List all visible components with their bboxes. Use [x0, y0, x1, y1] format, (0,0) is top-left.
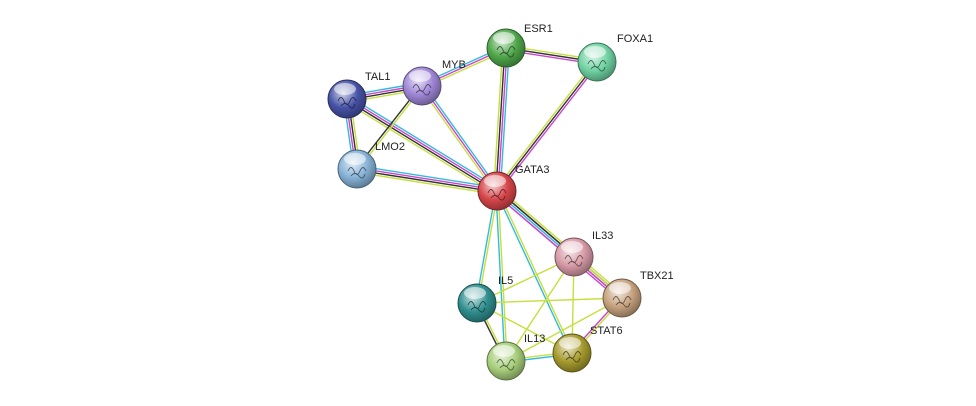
node-highlight — [409, 70, 431, 82]
edge-line-database — [495, 191, 572, 354]
edge-gata3-tal1[interactable] — [344, 95, 500, 195]
protein-structure-icon — [347, 167, 367, 179]
node-highlight — [561, 241, 583, 253]
edge-line-database — [357, 165, 498, 189]
protein-structure-icon — [487, 189, 507, 201]
node-highlight — [609, 282, 631, 294]
node-label: TAL1 — [365, 71, 390, 83]
node-stat6[interactable]: STAT6 — [552, 325, 623, 373]
edge-line-experiments — [357, 167, 498, 191]
edge-line-database — [499, 48, 510, 192]
node-label: TBX21 — [640, 270, 674, 282]
edge-gata3-stat6[interactable] — [495, 190, 574, 354]
edge-il33-il13[interactable] — [505, 256, 575, 362]
protein-structure-icon — [496, 359, 516, 371]
edge-line-coexpression — [356, 169, 497, 193]
edge-gata3-esr1[interactable] — [493, 47, 510, 192]
edge-gata3-myb[interactable] — [419, 84, 500, 193]
edge-line-textmining — [356, 171, 497, 195]
edge-line-coexpression — [496, 61, 598, 192]
edge-line-database — [423, 84, 500, 191]
node-highlight — [464, 287, 486, 299]
node-esr1[interactable]: ESR1 — [486, 23, 553, 68]
protein-structure-icon — [612, 296, 632, 308]
node-label: MYB — [442, 59, 466, 71]
node-label: IL33 — [592, 230, 613, 242]
node-label: ESR1 — [524, 23, 553, 35]
node-highlight — [559, 337, 581, 349]
node-highlight — [334, 83, 356, 95]
edge-line-textmining — [497, 190, 574, 353]
node-highlight — [493, 345, 515, 357]
edge-line-experiments — [498, 62, 600, 193]
protein-structure-icon — [587, 60, 607, 72]
edge-line-textmining — [419, 86, 496, 193]
edge-gata3-foxa1[interactable] — [494, 60, 600, 193]
edge-line-experiments — [497, 48, 508, 192]
node-tbx21[interactable]: TBX21 — [602, 270, 674, 318]
node-label: IL5 — [498, 275, 513, 287]
node-highlight — [584, 46, 606, 58]
node-highlight — [344, 153, 366, 165]
edge-line-textmining — [505, 297, 623, 362]
node-gata3[interactable]: GATA3 — [477, 164, 549, 211]
node-label: LMO2 — [375, 141, 405, 153]
protein-structure-icon — [467, 301, 487, 313]
edge-line-coexpression — [346, 99, 497, 193]
protein-structure-icon — [496, 46, 516, 58]
protein-structure-icon — [337, 97, 357, 109]
protein-structure-icon — [412, 84, 432, 96]
edge-line-textmining — [344, 101, 496, 195]
edge-line-textmining — [497, 190, 508, 361]
edge-line-database — [495, 191, 506, 362]
edge-gata3-lmo2[interactable] — [356, 165, 498, 195]
edge-line-coexpression — [495, 47, 506, 191]
edge-tbx21-il13[interactable] — [505, 297, 623, 362]
edge-line-database — [348, 95, 500, 189]
edge-line-textmining — [505, 256, 575, 362]
edge-tbx21-il5[interactable] — [476, 297, 623, 304]
node-tal1[interactable]: TAL1 — [327, 71, 390, 119]
node-lmo2[interactable]: LMO2 — [337, 141, 405, 189]
edge-line-textmining — [476, 297, 623, 304]
edge-gata3-il13[interactable] — [495, 190, 508, 362]
node-myb[interactable]: MYB — [402, 59, 466, 106]
node-highlight — [484, 175, 506, 187]
edge-line-textmining — [494, 60, 596, 191]
node-il5[interactable]: IL5 — [457, 275, 513, 323]
edge-line-textmining — [493, 47, 504, 191]
node-foxa1[interactable]: FOXA1 — [577, 33, 653, 82]
node-label: GATA3 — [515, 164, 549, 176]
node-label: FOXA1 — [617, 33, 653, 45]
edge-line-experiments — [347, 97, 498, 191]
protein-structure-icon — [564, 255, 584, 267]
node-highlight — [493, 32, 515, 44]
node-label: STAT6 — [590, 325, 623, 337]
protein-structure-icon — [562, 351, 582, 363]
edge-line-experiments — [421, 85, 498, 192]
node-label: IL13 — [524, 333, 545, 345]
node-il13[interactable]: IL13 — [486, 333, 545, 381]
node-il33[interactable]: IL33 — [554, 230, 613, 277]
